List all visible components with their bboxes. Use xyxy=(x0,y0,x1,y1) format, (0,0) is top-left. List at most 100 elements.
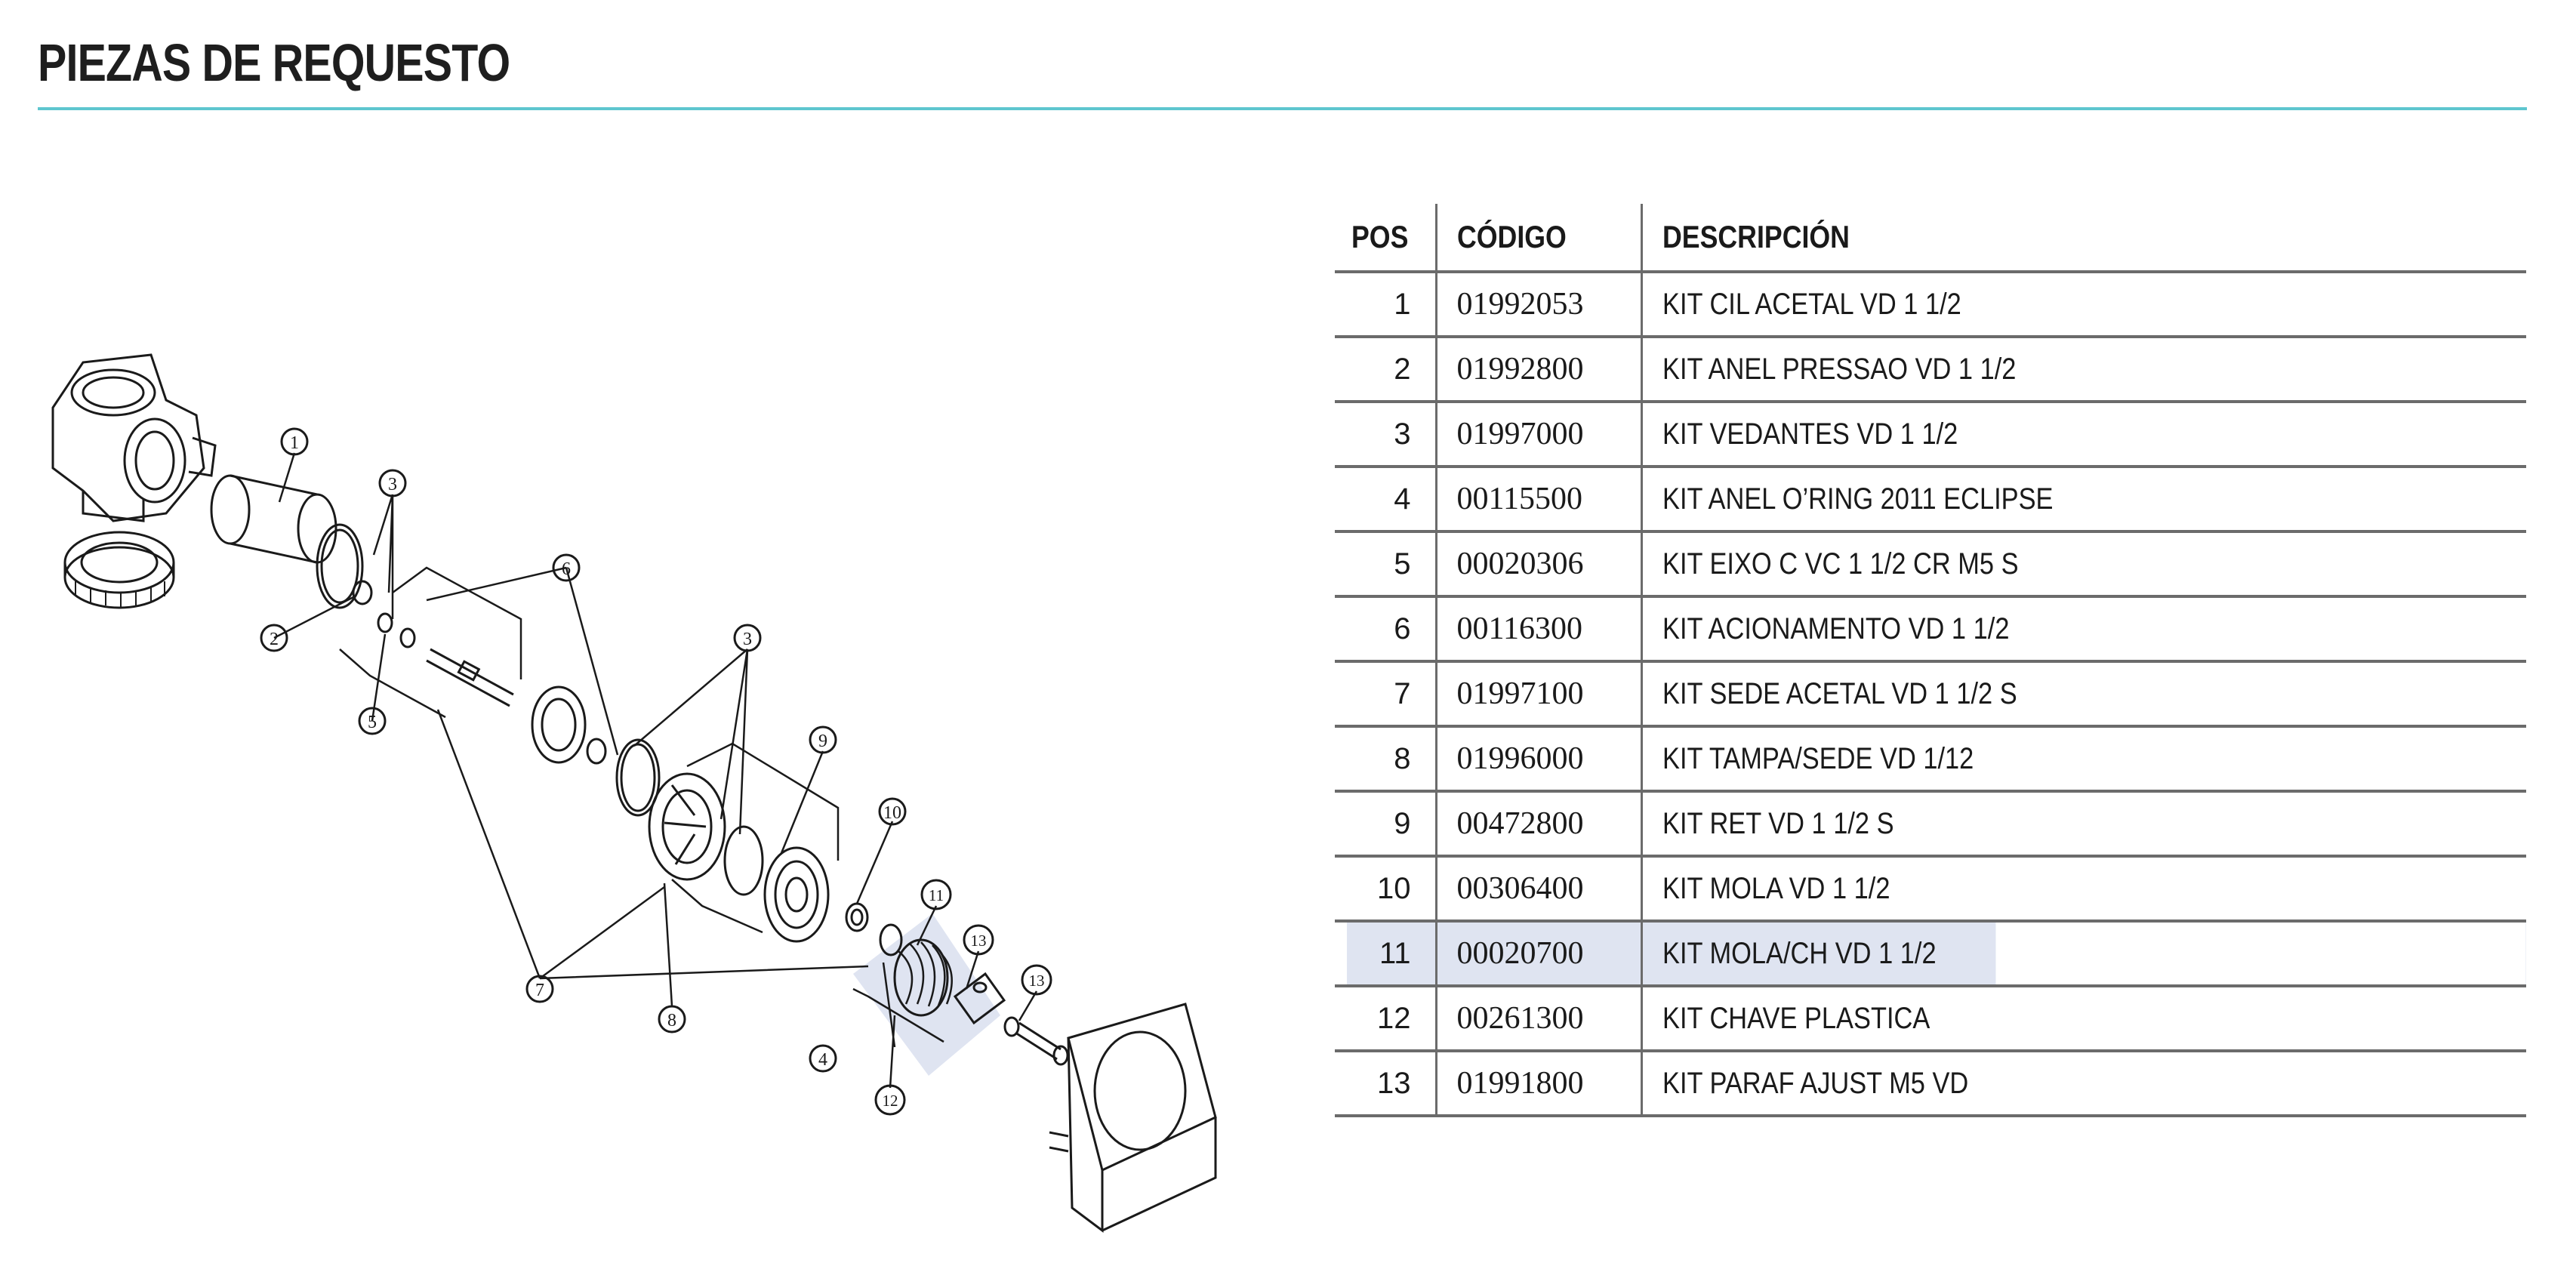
part-ring-4b xyxy=(399,627,416,648)
svg-text:7: 7 xyxy=(535,981,544,1000)
cell-description: KIT MOLA VD 1 1/2 xyxy=(1640,856,2526,923)
table-header-row: POS CÓDIGO DESCRIPCIÓN xyxy=(1335,204,2526,273)
cell-description: KIT SEDE ACETAL VD 1 1/2 S xyxy=(1640,661,2526,728)
column-header-pos: POS xyxy=(1335,204,1436,273)
part-retainer xyxy=(845,902,869,932)
cell-description: KIT TAMPA/SEDE VD 1/12 xyxy=(1640,726,2526,793)
cell-code: 00472800 xyxy=(1434,791,1641,858)
cell-description: KIT MOLA/CH VD 1 1/2 xyxy=(1640,921,2526,987)
cell-code: 00306400 xyxy=(1434,856,1641,923)
svg-text:2: 2 xyxy=(270,630,279,649)
cell-description: KIT CIL ACETAL VD 1 1/2 xyxy=(1640,272,2526,338)
svg-text:11: 11 xyxy=(929,886,944,904)
part-cylinder xyxy=(210,474,337,564)
svg-text:13: 13 xyxy=(1029,972,1045,990)
part-ring-4a xyxy=(377,612,393,633)
svg-text:5: 5 xyxy=(368,713,377,732)
callout-7: 8 xyxy=(658,1005,686,1033)
cell-description: KIT VEDANTES VD 1 1/2 xyxy=(1640,402,2526,468)
svg-text:3: 3 xyxy=(388,475,397,494)
svg-text:3: 3 xyxy=(743,630,752,649)
cell-pos: 6 xyxy=(1335,596,1436,663)
cell-description: KIT ANEL PRESSAO VD 1 1/2 xyxy=(1640,337,2526,403)
cell-description: KIT RET VD 1 1/2 S xyxy=(1640,791,2526,858)
svg-text:10: 10 xyxy=(883,803,901,823)
svg-text:1: 1 xyxy=(290,433,299,453)
part-screw xyxy=(1003,1016,1069,1066)
part-oring-a xyxy=(316,523,364,609)
callouts: 1 3 2 6 5 3 9 10 11 13 13 7 8 4 12 xyxy=(260,427,1052,1116)
callout-2: 2 xyxy=(260,624,288,652)
cell-code: 01992053 xyxy=(1434,272,1641,338)
cell-pos: 3 xyxy=(1335,402,1436,468)
part-spring xyxy=(893,938,953,1017)
cell-code: 00261300 xyxy=(1434,986,1641,1052)
valve-body xyxy=(51,353,217,522)
part-cover xyxy=(1049,1003,1217,1233)
callout-4: 5 xyxy=(358,707,387,735)
callout-3c: 4 xyxy=(809,1044,837,1073)
callout-5: 6 xyxy=(552,553,581,582)
callout-12: 13 xyxy=(963,924,994,956)
cell-code: 00116300 xyxy=(1434,596,1641,663)
callout-3b: 3 xyxy=(733,624,762,652)
cell-code: 01997000 xyxy=(1434,402,1641,468)
part-seat xyxy=(763,846,830,943)
cell-code: 00115500 xyxy=(1434,467,1641,533)
cell-description: KIT ANEL O’RING 2011 ECLIPSE xyxy=(1640,467,2526,533)
title-underline xyxy=(38,107,2527,110)
cell-pos: 9 xyxy=(1335,791,1436,858)
callout-8: 9 xyxy=(809,725,837,754)
cell-pos: 10 xyxy=(1335,856,1436,923)
cell-pos: 5 xyxy=(1335,531,1436,598)
callout-1: 1 xyxy=(280,427,309,456)
column-header-description: DESCRIPCIÓN xyxy=(1640,204,2526,273)
cell-code: 00020700 xyxy=(1434,921,1641,987)
svg-text:8: 8 xyxy=(667,1011,676,1030)
callout-11: 12 xyxy=(874,1084,906,1116)
cell-code: 01991800 xyxy=(1434,1051,1641,1117)
callout-3a: 3 xyxy=(378,469,407,497)
cell-code: 01992800 xyxy=(1434,337,1641,403)
part-key xyxy=(953,972,1006,1025)
svg-text:13: 13 xyxy=(971,932,987,950)
cell-pos: 7 xyxy=(1335,661,1436,728)
cell-pos: 13 xyxy=(1335,1051,1436,1117)
cell-description: KIT CHAVE PLASTICA xyxy=(1640,986,2526,1052)
bracket-lines xyxy=(339,566,944,1043)
cell-pos: 12 xyxy=(1335,986,1436,1052)
cell-pos: 4 xyxy=(1335,467,1436,533)
callout-9: 10 xyxy=(878,797,907,826)
cell-code: 01996000 xyxy=(1434,726,1641,793)
part-ring-2 xyxy=(352,580,373,605)
part-oring-b xyxy=(615,738,661,817)
column-header-code: CÓDIGO xyxy=(1434,204,1641,273)
part-actuator xyxy=(648,772,726,881)
callout-10: 11 xyxy=(920,879,952,910)
cell-description: KIT PARAF AJUST M5 VD xyxy=(1640,1051,2526,1117)
svg-text:9: 9 xyxy=(818,732,827,751)
svg-text:6: 6 xyxy=(562,559,571,579)
cell-description: KIT EIXO C VC 1 1/2 CR M5 S xyxy=(1640,531,2526,598)
callout-13: 13 xyxy=(1021,964,1052,996)
cell-pos: 1 xyxy=(1335,272,1436,338)
cell-pos: 11 xyxy=(1335,921,1436,987)
union-nut xyxy=(63,531,175,609)
cell-code: 00020306 xyxy=(1434,531,1641,598)
page-title: PIEZAS DE REQUESTO xyxy=(38,33,510,92)
cell-code: 01997100 xyxy=(1434,661,1641,728)
cell-pos: 2 xyxy=(1335,337,1436,403)
